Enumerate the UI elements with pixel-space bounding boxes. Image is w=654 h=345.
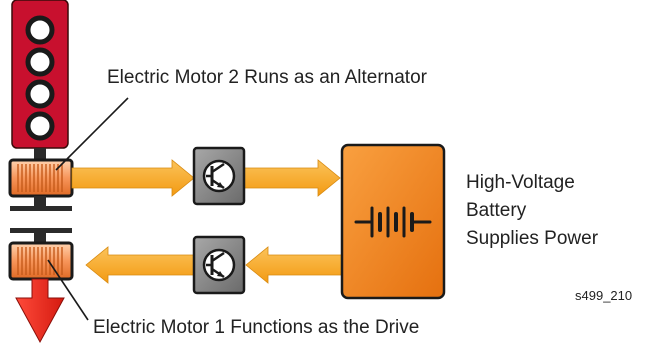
housing-circle-4	[25, 111, 55, 141]
flow-arrow-battery-to-module	[245, 246, 343, 284]
motor-housing-red	[11, 0, 69, 149]
battery-symbol-icon	[354, 206, 432, 238]
clutch-assembly	[10, 196, 72, 243]
electric-motor-1	[8, 241, 74, 281]
flow-arrow-motor2-to-module	[71, 159, 195, 197]
flow-arrow-module-to-motor1	[85, 246, 195, 284]
power-electronics-lower	[192, 235, 246, 295]
drive-output-arrow	[15, 278, 65, 344]
electric-motor-2	[8, 158, 74, 198]
label-battery-line-1: High-Voltage	[466, 172, 575, 193]
housing-circle-1	[25, 15, 55, 45]
transistor-icon	[202, 248, 236, 282]
high-voltage-battery	[340, 143, 446, 300]
label-battery-line-3: Supplies Power	[466, 228, 599, 249]
leader-line-motor1	[47, 259, 89, 321]
figure-code: s499_210	[575, 288, 632, 303]
leader-line-motor2	[55, 97, 129, 171]
label-electric-motor-1: Electric Motor 1 Functions as the Drive	[93, 317, 419, 338]
label-battery-line-2: Battery	[466, 200, 527, 221]
transistor-icon	[202, 159, 236, 193]
housing-circle-2	[25, 47, 55, 77]
flow-arrow-module-to-battery	[243, 159, 341, 197]
housing-circle-3	[25, 79, 55, 109]
label-electric-motor-2: Electric Motor 2 Runs as an Alternator	[107, 67, 428, 88]
power-electronics-upper	[192, 146, 246, 206]
shaft-upper	[34, 148, 46, 160]
